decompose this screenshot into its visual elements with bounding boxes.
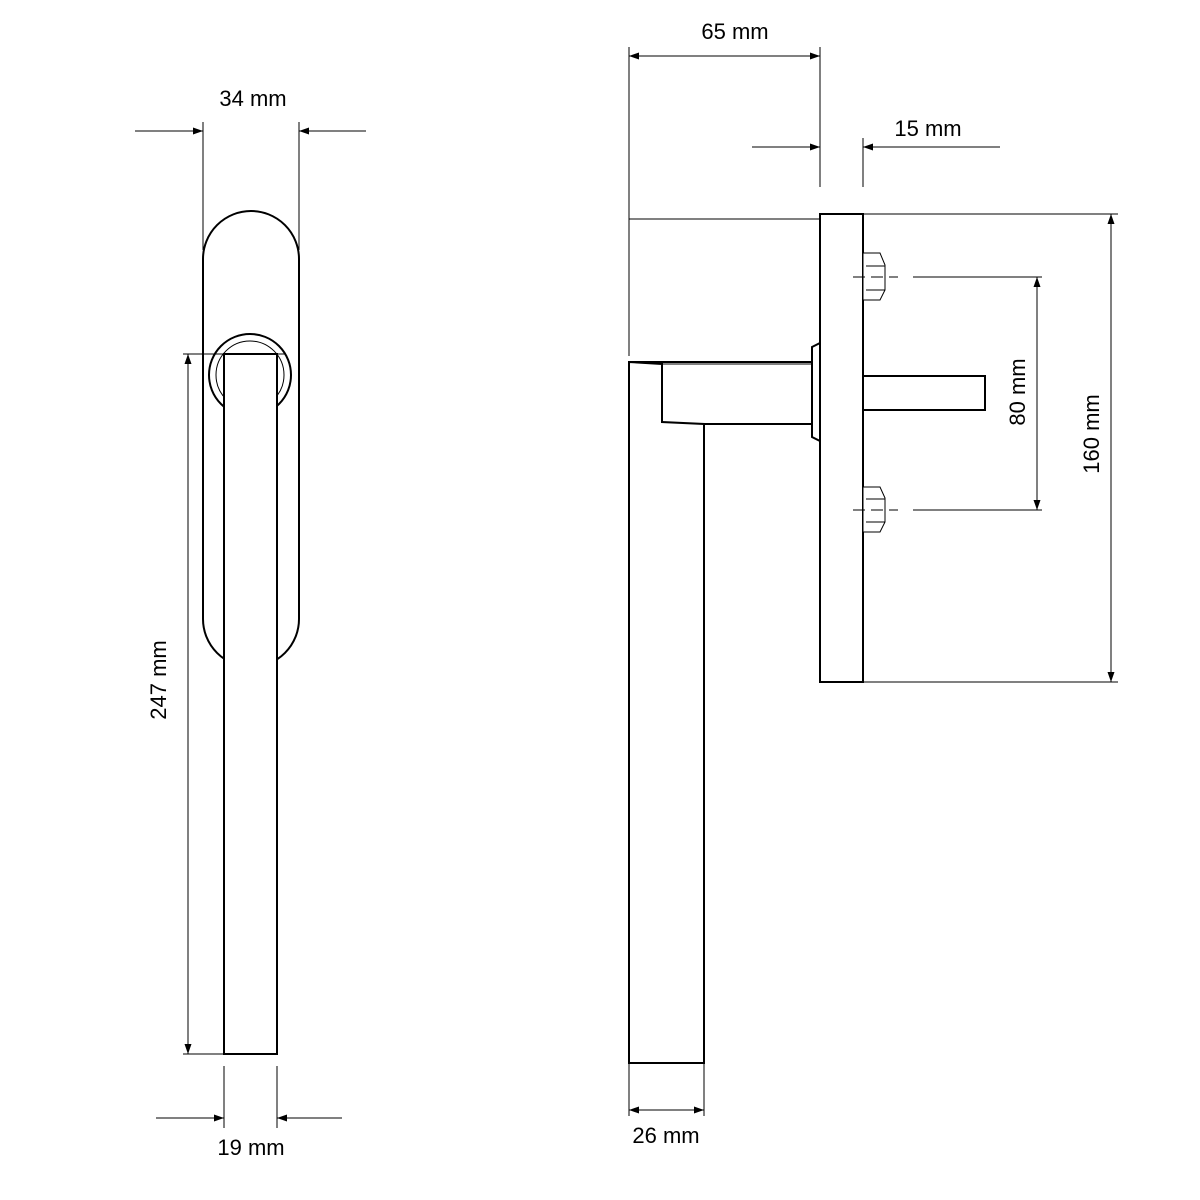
lever-bar-side: [628, 360, 705, 1064]
lever-corner-edge: [628, 361, 663, 365]
collar: [811, 341, 821, 443]
side-view: 65 mm 15 mm 80 mm 160 mm 26 mm: [628, 19, 1118, 1148]
dim-label-26: 26 mm: [632, 1123, 699, 1148]
front-view: 34 mm 247 mm 19 mm: [135, 86, 366, 1160]
spindle: [862, 375, 986, 411]
dim-label-34: 34 mm: [219, 86, 286, 111]
dim-label-19: 19 mm: [217, 1135, 284, 1160]
dim-label-247: 247 mm: [146, 640, 171, 719]
dim-label-15: 15 mm: [894, 116, 961, 141]
dim-label-160: 160 mm: [1079, 394, 1104, 473]
dim-label-65: 65 mm: [701, 19, 768, 44]
mounting-plate: [819, 213, 864, 683]
lever-bar-front: [223, 353, 278, 1055]
dim-label-80: 80 mm: [1005, 358, 1030, 425]
